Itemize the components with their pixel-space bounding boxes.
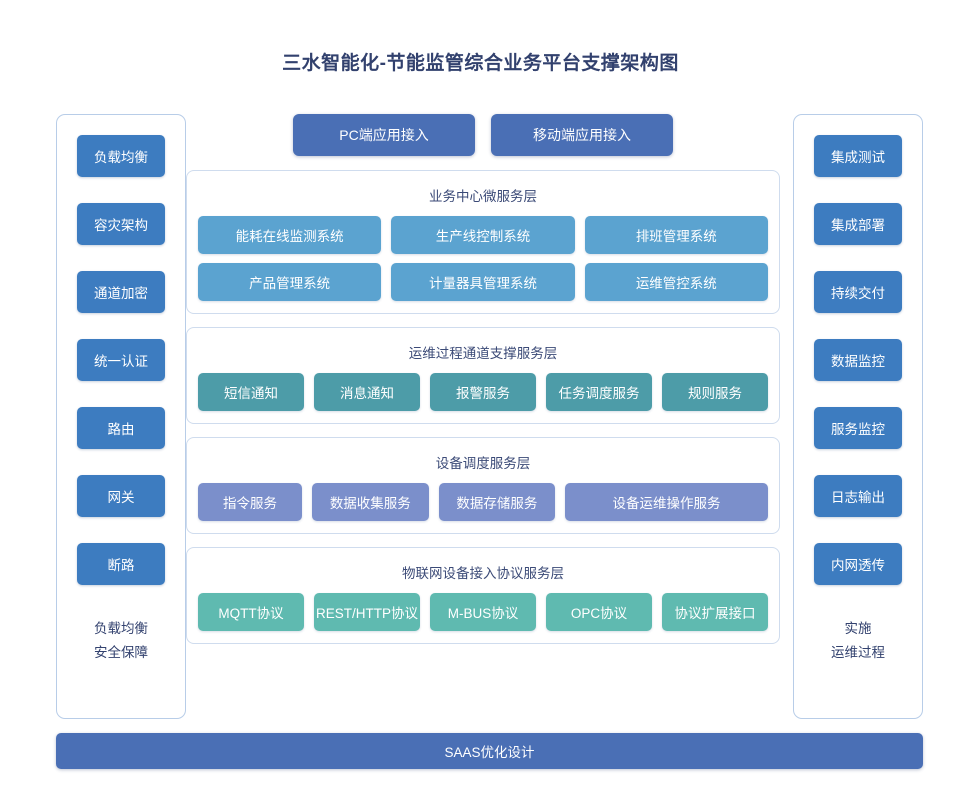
- saas-optimization-bar[interactable]: SAAS优化设计: [56, 733, 923, 769]
- layer-title-3: 设备调度服务层: [435, 456, 531, 471]
- center-stack: PC端应用接入移动端应用接入 业务中心微服务层能耗在线监测系统生产线控制系统排班…: [186, 114, 780, 719]
- application-access-row: PC端应用接入移动端应用接入: [186, 114, 780, 156]
- right-caption-line-2: 运维过程: [831, 645, 885, 660]
- right-column-button-1[interactable]: 集成测试: [814, 135, 902, 177]
- right-column-button-2[interactable]: 集成部署: [814, 203, 902, 245]
- service-node-能耗在线监测系统[interactable]: 能耗在线监测系统: [198, 216, 382, 254]
- layer-panel-2: 运维过程通道支撑服务层短信通知消息通知报警服务任务调度服务规则服务: [186, 327, 780, 424]
- service-node-mqtt协议[interactable]: MQTT协议: [198, 593, 304, 631]
- layer-2-row-1: 短信通知消息通知报警服务任务调度服务规则服务: [198, 373, 768, 411]
- left-column-button-5[interactable]: 路由: [77, 407, 165, 449]
- service-node-opc协议[interactable]: OPC协议: [546, 593, 652, 631]
- right-support-column: 集成测试集成部署持续交付数据监控服务监控日志输出内网透传 实施 运维过程: [793, 114, 923, 719]
- layer-panel-1: 业务中心微服务层能耗在线监测系统生产线控制系统排班管理系统产品管理系统计量器具管…: [186, 170, 780, 314]
- layer-4-row-1: MQTT协议 REST/HTTP协议 M-BUS协议 OPC协议协议扩展接口: [198, 593, 768, 631]
- service-node-短信通知[interactable]: 短信通知: [198, 373, 304, 411]
- left-column-button-1[interactable]: 负载均衡: [77, 135, 165, 177]
- left-caption-line-1: 负载均衡: [94, 621, 148, 636]
- service-node-排班管理系统[interactable]: 排班管理系统: [584, 216, 768, 254]
- service-node-规则服务[interactable]: 规则服务: [662, 373, 768, 411]
- service-node-生产线控制系统[interactable]: 生产线控制系统: [391, 216, 575, 254]
- service-node-任务调度服务[interactable]: 任务调度服务: [546, 373, 652, 411]
- layer-1-row-2: 产品管理系统计量器具管理系统运维管控系统: [198, 263, 768, 301]
- right-column-button-5[interactable]: 服务监控: [814, 407, 902, 449]
- service-node-计量器具管理系统[interactable]: 计量器具管理系统: [391, 263, 575, 301]
- right-caption-line-1: 实施: [844, 621, 872, 636]
- left-column-button-2[interactable]: 容灾架构: [77, 203, 165, 245]
- right-column-caption: 实施 运维过程: [831, 617, 885, 665]
- right-column-button-3[interactable]: 持续交付: [814, 271, 902, 313]
- right-column-button-4[interactable]: 数据监控: [814, 339, 902, 381]
- layer-3-row-1: 指令服务数据收集服务数据存储服务设备运维操作服务: [198, 483, 768, 521]
- service-node-产品管理系统[interactable]: 产品管理系统: [198, 263, 382, 301]
- service-node-指令服务[interactable]: 指令服务: [198, 483, 303, 521]
- right-column-button-7[interactable]: 内网透传: [814, 543, 902, 585]
- left-caption-line-2: 安全保障: [94, 645, 148, 660]
- left-column-button-3[interactable]: 通道加密: [77, 271, 165, 313]
- service-node-协议扩展接口[interactable]: 协议扩展接口: [662, 593, 768, 631]
- service-node-消息通知[interactable]: 消息通知: [314, 373, 420, 411]
- service-node-rest-http协议[interactable]: REST/HTTP协议: [314, 593, 420, 631]
- access-button-2[interactable]: 移动端应用接入: [491, 114, 673, 156]
- layer-panel-3: 设备调度服务层指令服务数据收集服务数据存储服务设备运维操作服务: [186, 437, 780, 534]
- layer-1-row-1: 能耗在线监测系统生产线控制系统排班管理系统: [198, 216, 768, 254]
- right-column-button-6[interactable]: 日志输出: [814, 475, 902, 517]
- layer-title-1: 业务中心微服务层: [429, 189, 537, 204]
- left-column-caption: 负载均衡 安全保障: [94, 617, 148, 665]
- left-column-button-6[interactable]: 网关: [77, 475, 165, 517]
- left-support-column: 负载均衡容灾架构通道加密统一认证路由网关断路 负载均衡 安全保障: [56, 114, 186, 719]
- layer-panel-4: 物联网设备接入协议服务层 MQTT协议 REST/HTTP协议 M-BUS协议 OPC协…: [186, 547, 780, 644]
- layer-title-4: 物联网设备接入协议服务层: [402, 566, 564, 581]
- service-node-报警服务[interactable]: 报警服务: [430, 373, 536, 411]
- access-button-1[interactable]: PC端应用接入: [293, 114, 475, 156]
- service-node-运维管控系统[interactable]: 运维管控系统: [584, 263, 768, 301]
- service-node-m-bus协议[interactable]: M-BUS协议: [430, 593, 536, 631]
- service-node-设备运维操作服务[interactable]: 设备运维操作服务: [565, 483, 768, 521]
- service-layers: 业务中心微服务层能耗在线监测系统生产线控制系统排班管理系统产品管理系统计量器具管…: [186, 170, 780, 644]
- left-column-button-7[interactable]: 断路: [77, 543, 165, 585]
- layer-title-2: 运维过程通道支撑服务层: [408, 346, 558, 361]
- page-title: 三水智能化-节能监管综合业务平台支撑架构图: [282, 53, 679, 74]
- service-node-数据存储服务[interactable]: 数据存储服务: [438, 483, 556, 521]
- service-node-数据收集服务[interactable]: 数据收集服务: [312, 483, 429, 521]
- left-column-button-4[interactable]: 统一认证: [77, 339, 165, 381]
